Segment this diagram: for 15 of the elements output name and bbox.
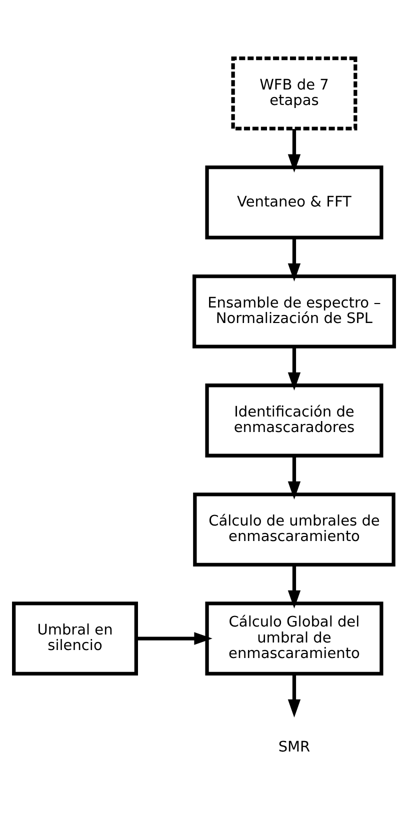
node-box: WFB de 7 etapas xyxy=(230,56,357,130)
arrow xyxy=(287,238,300,282)
node-box: Identificación de enmascaradores xyxy=(204,383,383,457)
node-text: SMR xyxy=(278,738,310,755)
node-box: Umbral en silencio xyxy=(12,601,138,675)
node-box: Cálculo Global del umbral de enmascaramiento xyxy=(204,601,383,675)
arrow xyxy=(287,456,300,500)
arrow xyxy=(136,632,212,644)
arrow xyxy=(287,346,300,390)
arrow xyxy=(287,128,300,172)
node-box: Cálculo de umbrales de enmascaramiento xyxy=(192,492,395,566)
arrow xyxy=(287,674,300,718)
arrow xyxy=(287,564,300,608)
node-box: Ventaneo & FFT xyxy=(204,165,383,239)
node-box: Ensamble de espectro – Normalización de SPL xyxy=(192,274,396,348)
